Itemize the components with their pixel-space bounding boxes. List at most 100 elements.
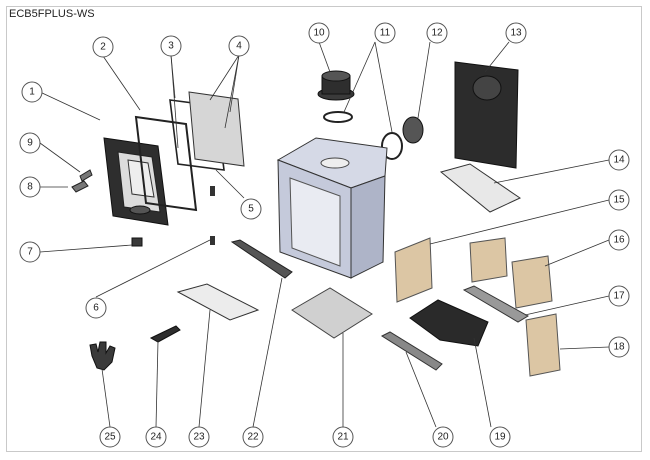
callout-2: 2 — [92, 36, 114, 58]
retainer-drawing — [462, 285, 529, 323]
callout-number: 16 — [613, 235, 625, 246]
callout-number: 22 — [247, 432, 259, 443]
callout-circle — [505, 22, 527, 44]
callout-5: 5 — [240, 198, 262, 220]
callout-1: 1 — [21, 81, 43, 103]
callout-number: 21 — [337, 432, 349, 443]
callout-number: 8 — [27, 182, 33, 193]
callout-circle — [608, 336, 630, 358]
callout-15: 15 — [608, 189, 630, 211]
grate-bar-drawing — [380, 331, 443, 371]
callout-number: 18 — [613, 342, 625, 353]
callout-24: 24 — [145, 426, 167, 448]
callout-19: 19 — [489, 426, 511, 448]
glass-drawing — [188, 91, 245, 167]
riddling-grate-drawing — [291, 287, 373, 339]
callout-number: 23 — [193, 432, 205, 443]
callout-circle — [19, 132, 41, 154]
fret-drawing — [230, 239, 293, 279]
callout-13: 13 — [505, 22, 527, 44]
rear-heat-shield-drawing — [454, 61, 519, 169]
seal-ring-drawing — [323, 111, 353, 123]
callout-14: 14 — [608, 149, 630, 171]
callout-circle — [608, 189, 630, 211]
callout-22: 22 — [242, 426, 264, 448]
callout-18: 18 — [608, 336, 630, 358]
callout-circle — [608, 285, 630, 307]
callout-number: 2 — [100, 42, 106, 53]
glove-drawing — [89, 341, 116, 371]
callout-number: 3 — [168, 41, 174, 52]
handle-drawing — [71, 169, 93, 193]
callout-12: 12 — [426, 22, 448, 44]
callout-8: 8 — [19, 176, 41, 198]
baffle-drawing — [439, 163, 522, 213]
leader-lines — [39, 41, 610, 428]
door-frame-drawing — [103, 137, 169, 226]
callout-circle — [92, 36, 114, 58]
diagram-title: ECB5FPLUS-WS — [9, 8, 95, 20]
callout-number: 25 — [104, 432, 116, 443]
door-catch-drawing — [131, 237, 143, 247]
brick-drawing — [394, 237, 433, 303]
callout-23: 23 — [188, 426, 210, 448]
stove-body-drawing — [276, 137, 388, 279]
callout-circle — [426, 22, 448, 44]
callout-number: 4 — [236, 41, 242, 52]
rope-seal-drawing — [134, 115, 198, 212]
brick-drawing — [511, 255, 553, 309]
callout-circle — [432, 426, 454, 448]
callout-number: 7 — [27, 247, 33, 258]
callout-circle — [240, 198, 262, 220]
callout-number: 20 — [437, 432, 449, 443]
callout-circle — [608, 229, 630, 251]
blanking-plate-drawing — [402, 116, 424, 144]
brick-drawing — [525, 313, 561, 377]
callout-number: 24 — [150, 432, 162, 443]
glass-clip-drawing — [210, 186, 215, 196]
callout-number: 19 — [494, 432, 506, 443]
callout-10: 10 — [308, 22, 330, 44]
callout-circle — [242, 426, 264, 448]
callout-number: 1 — [29, 87, 35, 98]
callout-circle — [21, 81, 43, 103]
callout-7: 7 — [19, 241, 41, 263]
callout-circle — [489, 426, 511, 448]
callout-circle — [19, 241, 41, 263]
callout-11: 11 — [374, 22, 396, 44]
clip-drawing — [210, 236, 215, 245]
diagram-border — [6, 6, 642, 452]
callout-circle — [188, 426, 210, 448]
callout-circle — [308, 22, 330, 44]
callout-number: 6 — [93, 303, 99, 314]
callout-circle — [99, 426, 121, 448]
callout-number: 12 — [431, 28, 443, 39]
callout-21: 21 — [332, 426, 354, 448]
callout-circle — [228, 35, 250, 57]
tool-drawing — [149, 325, 181, 343]
grate-bed-drawing — [409, 299, 489, 347]
callout-circle — [374, 22, 396, 44]
callout-number: 9 — [27, 138, 33, 149]
callout-3: 3 — [160, 35, 182, 57]
callout-circle — [160, 35, 182, 57]
callout-6: 6 — [85, 297, 107, 319]
callout-number: 13 — [510, 28, 522, 39]
callout-circle — [332, 426, 354, 448]
callout-number: 14 — [613, 155, 625, 166]
callout-number: 10 — [313, 28, 325, 39]
ash-pan-drawing — [176, 283, 260, 321]
callout-4: 4 — [228, 35, 250, 57]
callout-number: 15 — [613, 195, 625, 206]
callout-9: 9 — [19, 132, 41, 154]
callout-circle — [85, 297, 107, 319]
callout-circle — [19, 176, 41, 198]
callout-17: 17 — [608, 285, 630, 307]
callout-16: 16 — [608, 229, 630, 251]
callout-number: 17 — [613, 291, 625, 302]
callout-20: 20 — [432, 426, 454, 448]
callout-circle — [608, 149, 630, 171]
